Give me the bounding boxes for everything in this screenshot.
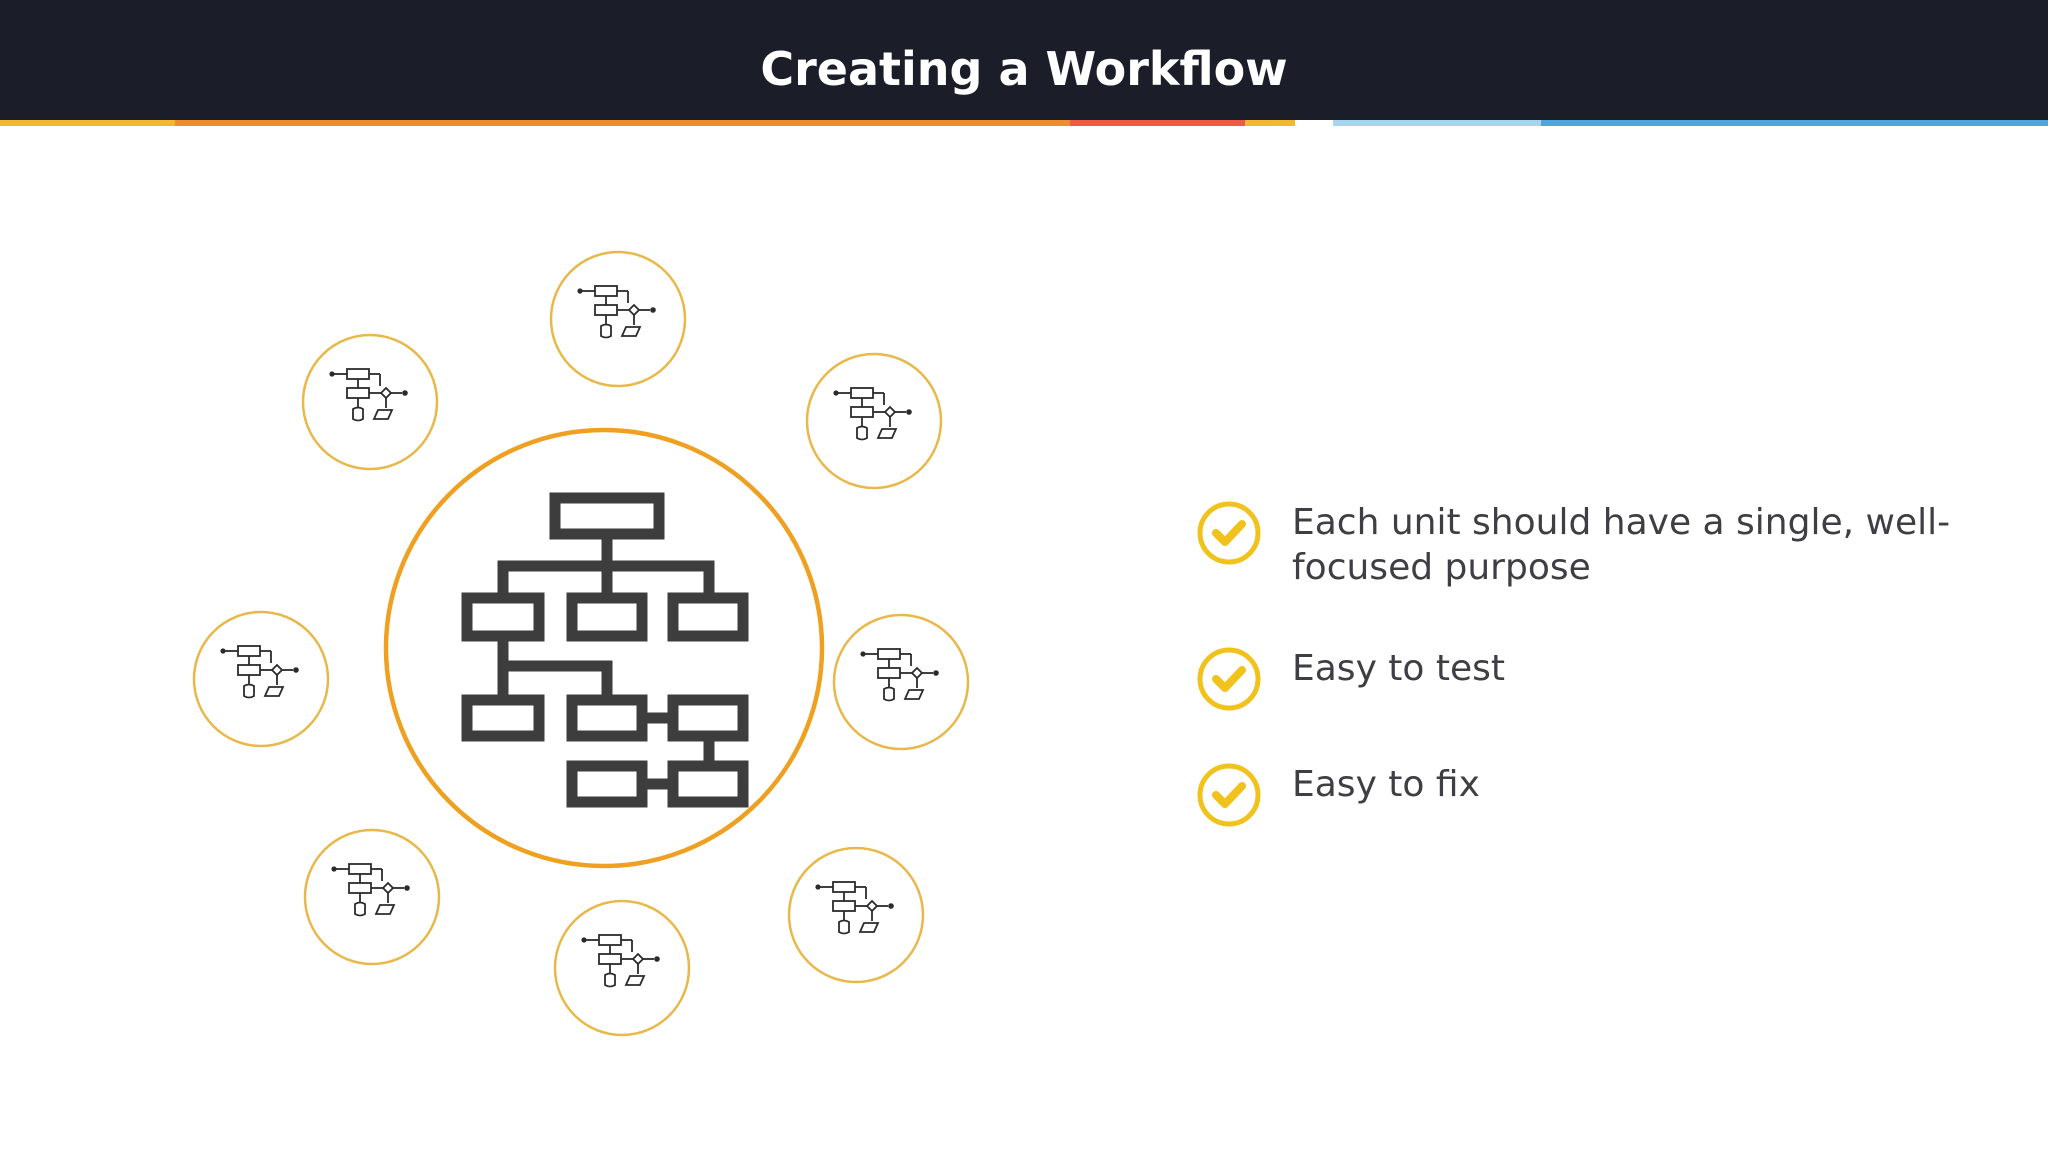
slide-header: Creating a Workflow [0,0,2048,120]
accent-segment [1333,120,1541,126]
check-circle-icon [1197,763,1261,827]
bullet-text: Each unit should have a single, well-foc… [1292,502,1951,588]
satellite-ring [805,352,943,490]
satellite-ring [832,613,970,751]
satellite-1 [549,250,687,388]
satellite-ring [549,250,687,388]
satellite-ring [303,828,441,966]
bullet-text: Easy to fix [1292,764,1480,805]
workflow-diagram [192,250,970,1037]
satellite-2 [805,352,943,490]
accent-segment [1245,120,1295,126]
satellite-6 [303,828,441,966]
satellite-7 [192,610,330,748]
satellite-3 [832,613,970,751]
accent-segment [1070,120,1245,126]
check-circle-icon [1197,501,1261,565]
satellite-ring [301,333,439,471]
accent-segment [175,120,1070,126]
accent-segment [1541,120,2048,126]
bullet-item: Easy to test [1196,646,1952,712]
bullet-text: Easy to test [1292,648,1506,689]
satellite-4 [787,846,925,984]
hierarchy-flowchart-icon [461,492,749,808]
satellite-8 [301,333,439,471]
slide-title: Creating a Workflow [760,42,1288,96]
satellite-ring [192,610,330,748]
accent-segment [1295,120,1333,126]
satellite-5 [553,899,691,1037]
check-circle-icon [1197,647,1261,711]
accent-segment [0,120,175,126]
satellite-ring [787,846,925,984]
accent-bar [0,120,2048,126]
satellite-ring [553,899,691,1037]
bullet-item: Each unit should have a single, well-foc… [1196,500,1952,590]
bullet-item: Easy to fix [1196,762,1952,828]
